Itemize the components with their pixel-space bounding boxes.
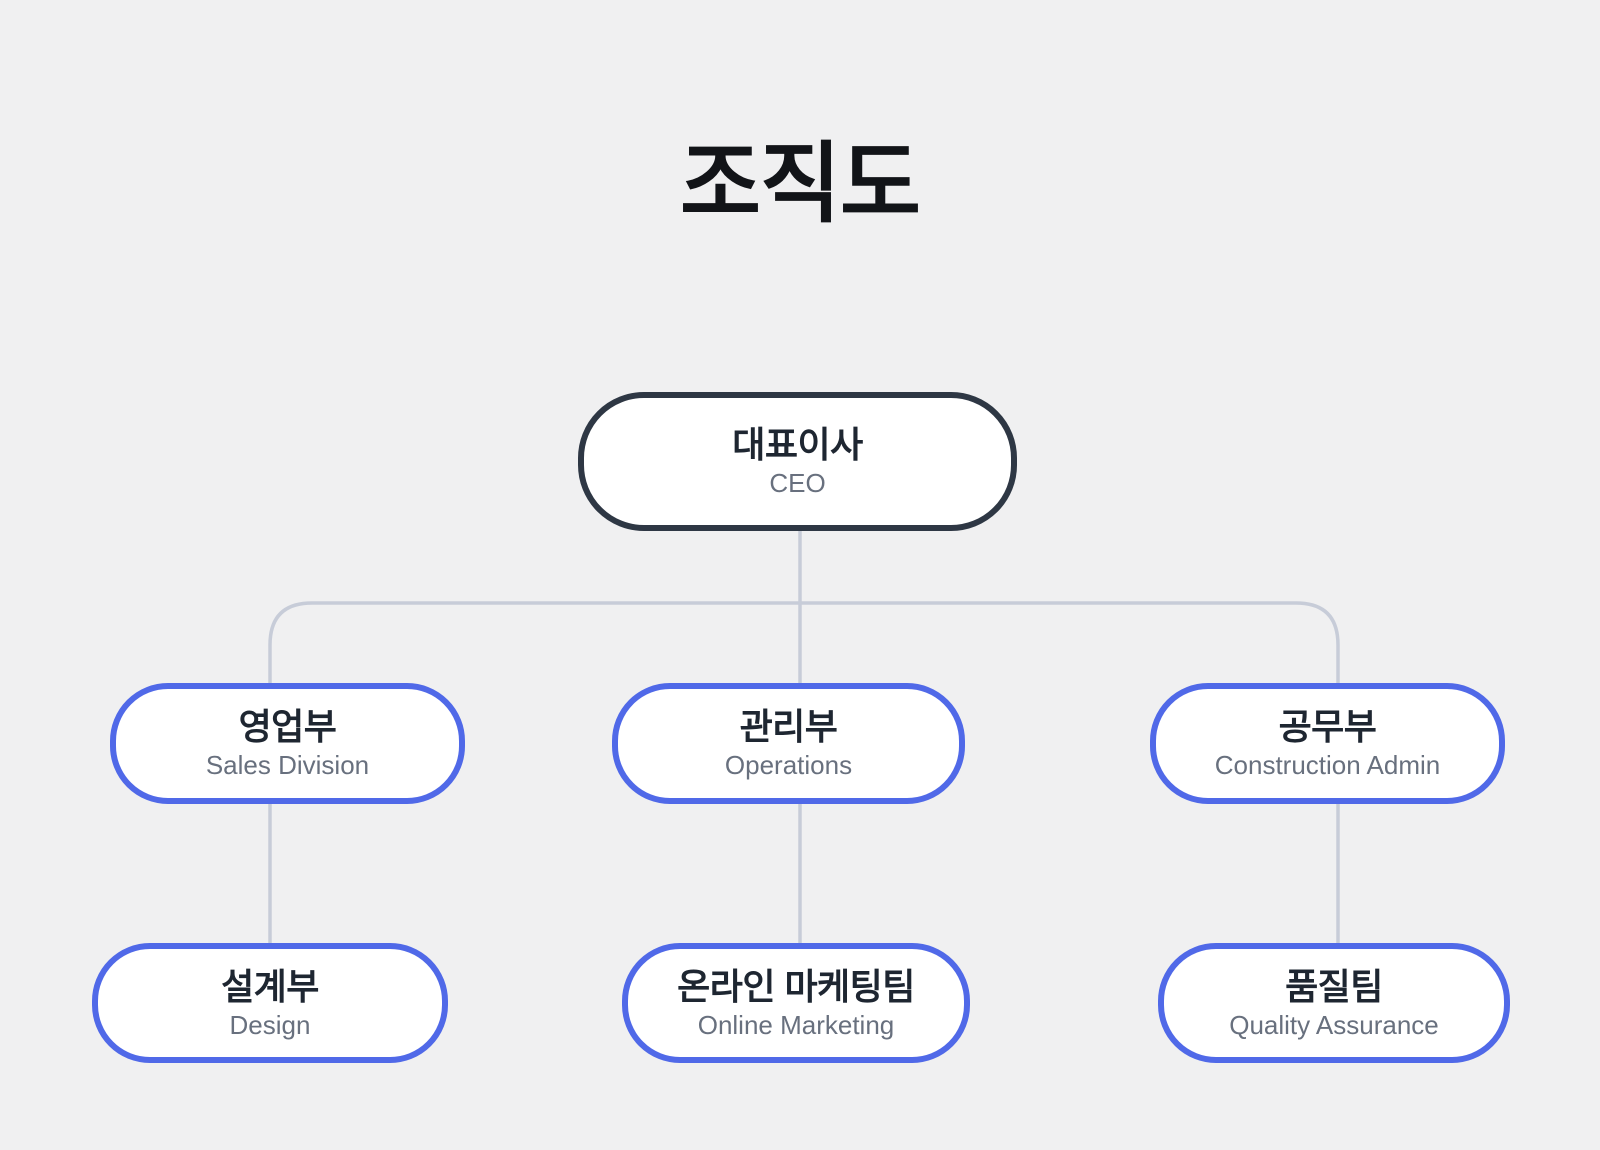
- org-node-sales-division: 영업부 Sales Division: [110, 683, 465, 804]
- org-node-construction-admin: 공무부 Construction Admin: [1150, 683, 1505, 804]
- org-node-ceo: 대표이사 CEO: [578, 392, 1017, 531]
- org-node-online-marketing: 온라인 마케팅팀 Online Marketing: [622, 943, 970, 1063]
- rail-connector-line: [268, 601, 1340, 683]
- org-node-design: 설계부 Design: [92, 943, 448, 1063]
- node-label: 설계부: [221, 965, 319, 1007]
- node-label: 관리부: [739, 706, 838, 748]
- org-node-quality-assurance: 품질팀 Quality Assurance: [1158, 943, 1510, 1063]
- org-node-operations: 관리부 Operations: [612, 683, 965, 804]
- node-sublabel: Construction Admin: [1214, 750, 1441, 780]
- node-label: 온라인 마케팅팀: [677, 965, 915, 1007]
- node-label: 대표이사: [732, 424, 863, 466]
- node-label: 공무부: [1278, 706, 1377, 748]
- node-sublabel: CEO: [769, 468, 826, 498]
- node-sublabel: Operations: [724, 750, 853, 780]
- page-title: 조직도: [680, 134, 921, 233]
- node-label: 영업부: [238, 706, 337, 748]
- node-sublabel: Online Marketing: [697, 1009, 895, 1040]
- node-label: 품질팀: [1285, 965, 1383, 1007]
- node-sublabel: Sales Division: [205, 750, 370, 780]
- node-sublabel: Quality Assurance: [1229, 1009, 1439, 1040]
- node-sublabel: Design: [229, 1009, 311, 1040]
